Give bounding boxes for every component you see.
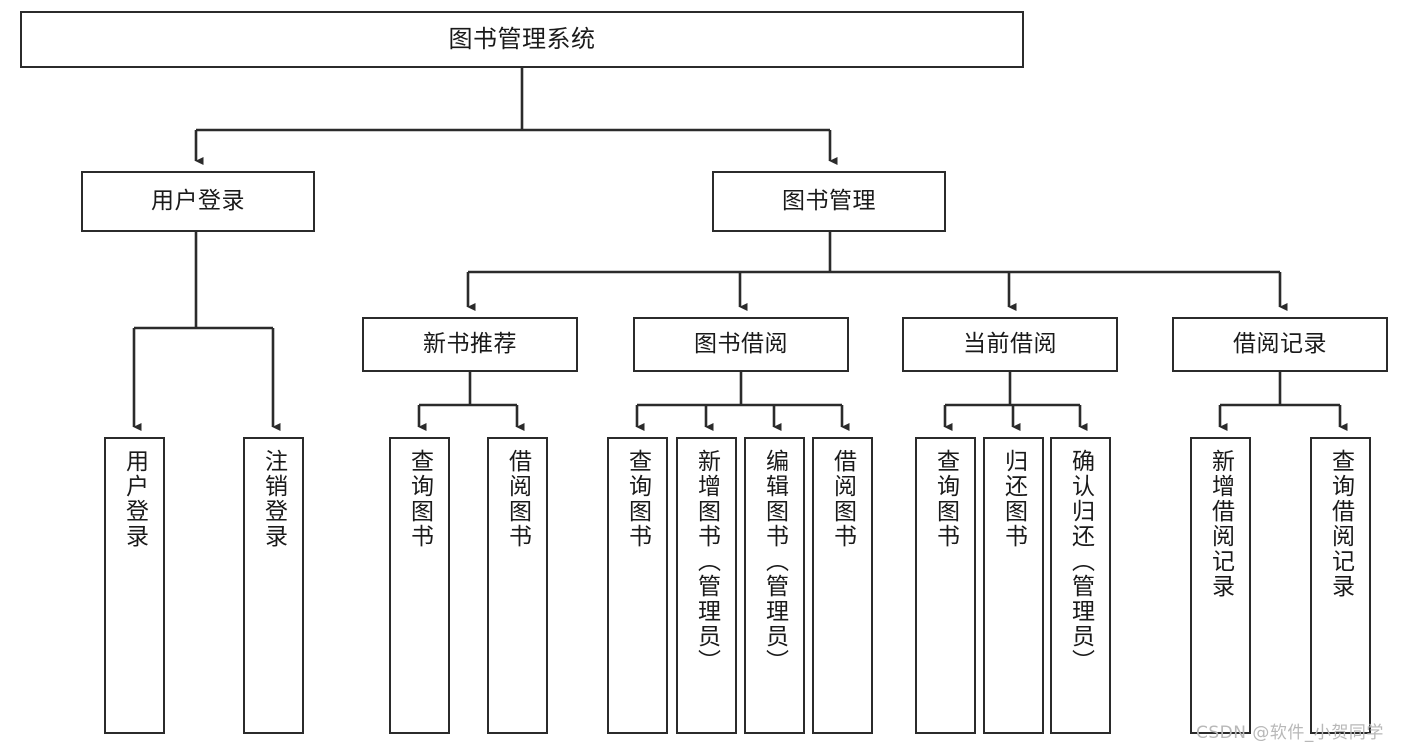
node-label: 归还图书	[1000, 449, 1027, 549]
node-label: 用户登录	[151, 188, 245, 215]
node-user-login[interactable]: 用户登录	[81, 171, 315, 232]
node-book-management[interactable]: 图书管理	[712, 171, 946, 232]
node-label: 图书借阅	[694, 331, 788, 358]
node-borrow-record[interactable]: 借阅记录	[1172, 317, 1388, 372]
node-label: 确认归还（管理员）	[1067, 449, 1094, 674]
node-label: 图书管理系统	[448, 24, 596, 53]
leaf-node-edit-book-admin[interactable]: 编辑图书（管理员）	[744, 437, 805, 734]
leaf-node-add-book-admin[interactable]: 新增图书（管理员）	[676, 437, 737, 734]
node-label: 查询借阅记录	[1327, 449, 1354, 599]
leaf-node-user-login[interactable]: 用户登录	[104, 437, 165, 734]
node-label: 新增图书（管理员）	[693, 449, 720, 674]
leaf-node-query-book-borrow[interactable]: 查询图书	[607, 437, 668, 734]
node-label: 当前借阅	[963, 331, 1057, 358]
leaf-node-confirm-return-admin[interactable]: 确认归还（管理员）	[1050, 437, 1111, 734]
node-label: 借阅图书	[829, 449, 856, 549]
node-label: 新书推荐	[423, 331, 517, 358]
node-book-borrow[interactable]: 图书借阅	[633, 317, 849, 372]
leaf-node-add-borrow-record[interactable]: 新增借阅记录	[1190, 437, 1251, 734]
leaf-node-query-book-current[interactable]: 查询图书	[915, 437, 976, 734]
leaf-node-borrow-book[interactable]: 借阅图书	[812, 437, 873, 734]
node-label: 新增借阅记录	[1207, 449, 1234, 599]
leaf-node-query-borrow-record[interactable]: 查询借阅记录	[1310, 437, 1371, 734]
node-label: 查询图书	[406, 449, 433, 549]
node-label: 用户登录	[121, 449, 148, 549]
leaf-node-query-book-recommend[interactable]: 查询图书	[389, 437, 450, 734]
node-label: 借阅记录	[1233, 331, 1327, 358]
node-label: 查询图书	[932, 449, 959, 549]
node-root-system[interactable]: 图书管理系统	[20, 11, 1024, 68]
node-current-borrow[interactable]: 当前借阅	[902, 317, 1118, 372]
leaf-node-logout[interactable]: 注销登录	[243, 437, 304, 734]
leaf-node-borrow-book-recommend[interactable]: 借阅图书	[487, 437, 548, 734]
node-label: 注销登录	[260, 449, 287, 549]
node-label: 查询图书	[624, 449, 651, 549]
watermark-text: CSDN @软件_小贺同学	[1196, 723, 1384, 743]
node-label: 图书管理	[782, 188, 876, 215]
node-label: 借阅图书	[504, 449, 531, 549]
node-new-book-recommend[interactable]: 新书推荐	[362, 317, 578, 372]
leaf-node-return-book[interactable]: 归还图书	[983, 437, 1044, 734]
node-label: 编辑图书（管理员）	[761, 449, 788, 674]
